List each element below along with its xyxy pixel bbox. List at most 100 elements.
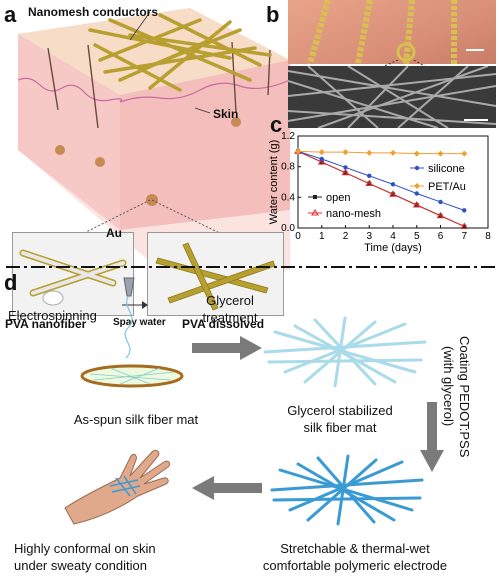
hand-drawing: [64, 449, 171, 525]
x-tick-label: 6: [438, 231, 444, 242]
stabilized-label: Glycerol stabilized silk fiber mat: [255, 402, 425, 436]
data-point: [438, 199, 443, 205]
coating-line1: Coating PEDOT:PSS: [457, 336, 472, 458]
stretchable-line1: Stretchable & thermal-wet: [280, 541, 430, 556]
conformal-line2: under sweaty condition: [14, 558, 147, 573]
data-point: [462, 224, 467, 229]
panel-a-letter: a: [4, 2, 17, 27]
skin-wave-right: [119, 79, 290, 103]
panel-d-letter: d: [4, 270, 18, 295]
x-tick-label: 3: [366, 231, 372, 242]
sem-image: [288, 66, 496, 128]
arrow-down-icon: [420, 402, 444, 472]
y-tick-label: 0.4: [281, 192, 295, 203]
au-label: Au: [106, 226, 122, 240]
data-point: [460, 222, 469, 229]
arrow-left-icon: [192, 476, 262, 500]
x-tick-label: 5: [414, 231, 420, 242]
stretchable-line2: comfortable polymeric electrode: [262, 558, 448, 573]
skin-photo: [288, 0, 496, 64]
data-point: [414, 183, 420, 189]
stabilized-line2: silk fiber mat: [303, 420, 377, 435]
stretchable-label: Stretchable & thermal-wet comfortable po…: [240, 540, 470, 574]
x-tick-label: 1: [319, 231, 325, 242]
panel-a-illustration: [17, 8, 290, 270]
chart-series: [294, 147, 469, 229]
x-tick-label: 7: [461, 231, 467, 242]
legend-label: open: [326, 192, 350, 204]
nanomesh-leader-line: [129, 11, 151, 41]
skin-block-front: [18, 34, 120, 230]
glycerol-treatment-line1: Glycerol: [206, 293, 254, 308]
pedot-mat-drawing: [270, 454, 424, 526]
spray-arrow: [122, 301, 148, 309]
hand-icon: [64, 449, 171, 525]
pva-nanofiber-label: PVA nanofiber: [5, 317, 87, 331]
x-tick-label: 2: [343, 231, 349, 242]
skin-leader-line: [194, 107, 211, 114]
spray-water-label: Spay water: [113, 317, 166, 328]
data-point: [461, 150, 468, 157]
callout-line-right: [151, 199, 286, 266]
data-point: [341, 168, 350, 176]
data-point: [390, 182, 396, 187]
sweat-glands: [55, 117, 241, 206]
sem-fibers: [288, 66, 496, 128]
skin-label: Skin: [213, 107, 239, 121]
data-point: [318, 149, 325, 156]
y-tick-label: 0.8: [281, 162, 295, 173]
data-point: [389, 190, 397, 197]
pva-dissolved-label: PVA dissolved: [182, 317, 265, 331]
stabilized-line1: Glycerol stabilized: [287, 403, 393, 418]
legend-label: PET/Au: [428, 181, 466, 193]
hand-electrode: [109, 475, 141, 497]
glycerol-treatment-line2: treatment: [202, 310, 258, 325]
inset-pva-dissolved: [147, 232, 284, 316]
x-tick-label: 4: [390, 231, 396, 242]
as-spun-label: As-spun silk fiber mat: [73, 412, 199, 427]
x-axis-label: Time (days): [364, 242, 422, 254]
series-line: [297, 150, 465, 227]
skin-wave-left: [17, 77, 123, 103]
data-point: [414, 191, 419, 196]
conformal-label: Highly conformal on skin under sweaty co…: [14, 540, 156, 574]
data-point: [437, 150, 444, 157]
data-point: [311, 209, 319, 216]
x-tick-label: 8: [485, 231, 491, 242]
data-point: [412, 201, 421, 208]
series-line: [297, 150, 465, 211]
y-axis-label: Water content (g): [268, 140, 280, 225]
panel-b-letter: b: [266, 2, 280, 27]
data-point: [413, 150, 420, 157]
y-tick-label: 1.2: [281, 131, 295, 142]
x-tick-label: 0: [295, 231, 301, 242]
hair-follicles: [47, 41, 271, 129]
electrospinning-drawing: [80, 277, 184, 388]
series-nano-mesh: [294, 147, 469, 229]
data-point: [342, 149, 349, 156]
nanomesh-label: Nanomesh conductors: [28, 5, 159, 19]
series-pet-au: [295, 148, 468, 157]
data-point: [343, 165, 348, 170]
data-point: [313, 195, 317, 199]
skin-block-right: [120, 60, 290, 230]
skin-photo-traces: [307, 0, 484, 64]
electrospinning-label: Electrospinning: [8, 308, 97, 323]
data-point: [462, 208, 467, 213]
legend-label: silicone: [428, 163, 465, 175]
jet-path: [124, 295, 133, 359]
data-point: [436, 211, 445, 219]
data-point: [319, 156, 324, 162]
gold-nanomesh: [88, 13, 272, 92]
data-point: [365, 179, 374, 187]
spinneret-icon: [123, 277, 135, 297]
data-point: [367, 173, 372, 179]
collector-fibers: [89, 367, 175, 385]
stabilized-mat-drawing: [263, 316, 427, 388]
data-point: [317, 158, 326, 165]
series-silicone: [295, 149, 467, 213]
conformal-line1: Highly conformal on skin: [14, 541, 156, 556]
